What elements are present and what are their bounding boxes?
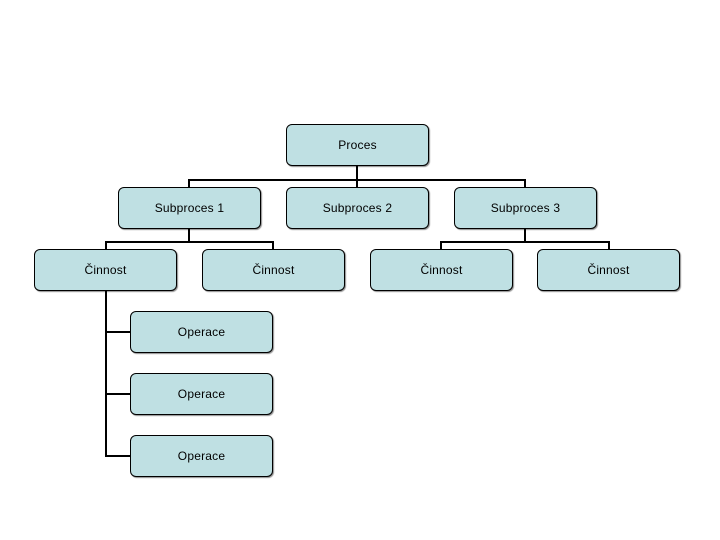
node-cinnost-4-label: Činnost [587, 263, 630, 277]
node-operace-3: Operace [130, 435, 273, 477]
node-operace-1: Operace [130, 311, 273, 353]
node-cinnost-4: Činnost [537, 249, 680, 291]
node-cinnost-2: Činnost [202, 249, 345, 291]
node-operace-1-label: Operace [177, 325, 226, 339]
node-cinnost-3: Činnost [370, 249, 513, 291]
node-proces: Proces [286, 124, 429, 166]
node-cinnost-3-label: Činnost [420, 263, 463, 277]
node-operace-2: Operace [130, 373, 273, 415]
node-cinnost-1-label: Činnost [84, 263, 127, 277]
node-operace-2-label: Operace [177, 387, 226, 401]
node-cinnost-2-label: Činnost [252, 263, 295, 277]
node-subproces-1: Subproces 1 [118, 187, 261, 229]
node-proces-label: Proces [338, 138, 377, 152]
node-cinnost-1: Činnost [34, 249, 177, 291]
node-subproces-2: Subproces 2 [286, 187, 429, 229]
node-subproces-1-label: Subproces 1 [154, 201, 225, 215]
node-subproces-3-label: Subproces 3 [490, 201, 561, 215]
node-subproces-2-label: Subproces 2 [322, 201, 393, 215]
node-operace-3-label: Operace [177, 449, 226, 463]
node-subproces-3: Subproces 3 [454, 187, 597, 229]
